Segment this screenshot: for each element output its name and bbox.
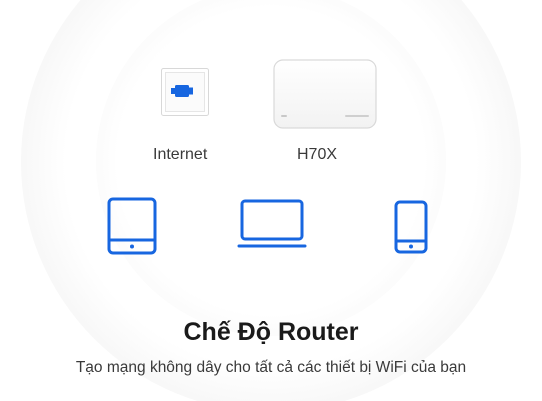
tablet-icon — [107, 197, 157, 255]
background-ring-inner — [96, 0, 446, 336]
laptop-icon — [237, 199, 307, 248]
mode-title: Chế Độ Router — [183, 318, 359, 346]
ethernet-cable — [171, 85, 280, 97]
mode-description: Tạo mạng không dây cho tất cả các thiết … — [75, 359, 467, 376]
internet-label: Internet — [153, 146, 208, 163]
router-icon — [273, 59, 377, 129]
router-label: H70X — [297, 146, 338, 163]
smartphone-icon — [394, 200, 428, 254]
